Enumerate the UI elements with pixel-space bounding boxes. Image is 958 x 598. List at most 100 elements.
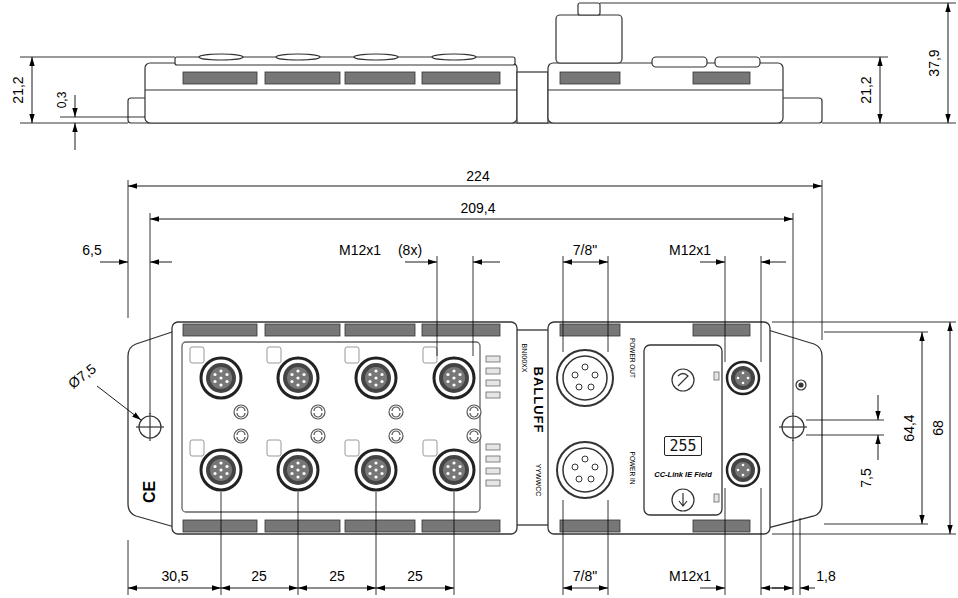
dimension-line (128, 186, 822, 187)
status-led (486, 444, 500, 450)
dimension-line (298, 588, 376, 589)
side-view-housing (128, 57, 822, 123)
side-view-connectors (578, 3, 600, 15)
dimension-line (878, 435, 879, 460)
dimension-value: 37,9 (927, 47, 941, 78)
front-view-clips (183, 324, 750, 532)
status-icon (234, 405, 248, 419)
extension-line (800, 518, 801, 595)
dimension-line (97, 386, 141, 420)
extension-line (793, 440, 794, 595)
dimension-line (922, 332, 923, 524)
port-label-frames (345, 347, 359, 363)
dimension-value: 6,5 (80, 243, 103, 257)
thread-size: M12x1 (667, 243, 713, 257)
status-led (486, 368, 500, 374)
ce-mark: CE (142, 479, 158, 505)
mounting-hole (796, 380, 806, 390)
m12-connector (434, 450, 474, 490)
side-view-clips (560, 72, 620, 84)
extension-line (128, 180, 129, 318)
front-view-housing (548, 322, 770, 534)
side-view-clips (183, 72, 750, 84)
dimension-line (880, 57, 881, 123)
extension-line (793, 213, 794, 414)
extension-line (824, 332, 928, 333)
type-code: BNI00XX (521, 342, 528, 375)
extension-line (772, 322, 956, 323)
status-icon (389, 429, 403, 443)
status-icon (234, 429, 248, 443)
date-code: YYWWCC (535, 462, 542, 499)
dimension-line (700, 588, 725, 589)
front-view-housing (128, 322, 822, 534)
power-connector (557, 350, 613, 406)
dimension-value: 224 (464, 169, 491, 183)
dimension-line (150, 262, 172, 263)
dimension-line (950, 322, 951, 534)
port-label-frames (190, 440, 204, 456)
dimension-value: 21,2 (11, 74, 25, 105)
front-view-clips (560, 520, 620, 532)
side-view-connectors (432, 54, 476, 60)
front-view-clips (183, 324, 257, 336)
thread-size: 7/8" (571, 569, 599, 583)
extension-line (822, 123, 956, 124)
side-view-clips (693, 72, 750, 84)
side-view-housing (517, 72, 548, 123)
dimension-value: 0,3 (56, 90, 68, 111)
port-label-frames (267, 440, 281, 456)
extension-line (806, 435, 884, 436)
extension-line (806, 420, 884, 421)
dimension-value: 21,2 (859, 74, 873, 105)
display-button-symbol (679, 493, 687, 506)
status-icon (311, 429, 325, 443)
status-led (486, 356, 500, 362)
display-button-symbol (678, 374, 688, 387)
dimension-line (761, 262, 786, 263)
extension-line (454, 492, 455, 595)
side-view-clips (345, 72, 415, 84)
address-display: 255 (664, 436, 701, 457)
dimension-line (772, 588, 793, 589)
extension-line (761, 256, 762, 362)
side-view-clips (265, 72, 340, 84)
front-view-clips (422, 324, 500, 336)
side-view-connectors (199, 54, 243, 60)
mounting-hole (799, 383, 803, 387)
extension-line (128, 540, 129, 595)
status-led (714, 494, 719, 502)
side-view-connectors (556, 15, 622, 63)
status-led (486, 456, 500, 462)
thread-size: M12x1 (337, 243, 383, 257)
dimension-value: 68 (931, 418, 945, 438)
status-icon (389, 405, 403, 419)
extension-line (150, 213, 151, 414)
dimension-line (563, 588, 608, 589)
power-connector (557, 350, 613, 498)
extension-line (725, 256, 726, 362)
display-button-symbol (672, 369, 694, 391)
dimension-value: 1,8 (814, 569, 837, 583)
front-view-clips (345, 324, 415, 336)
dimension-line (405, 262, 437, 263)
display-button-symbol (672, 489, 694, 511)
status-led (486, 392, 500, 398)
dimension-line (32, 57, 33, 123)
m12-connector (201, 358, 241, 398)
dimension-value: 25 (405, 569, 425, 583)
dimension-line (563, 262, 608, 263)
front-view-housing (172, 322, 517, 534)
status-icon (234, 405, 481, 443)
thread-size: M12x1 (667, 569, 713, 583)
dimension-line (700, 262, 725, 263)
port-label-frames (190, 347, 204, 363)
power-connector (557, 442, 613, 498)
status-led (486, 480, 500, 486)
extension-line (761, 488, 762, 595)
side-view-clips (183, 72, 257, 84)
status-led (486, 380, 500, 386)
dimension-line (878, 395, 879, 420)
